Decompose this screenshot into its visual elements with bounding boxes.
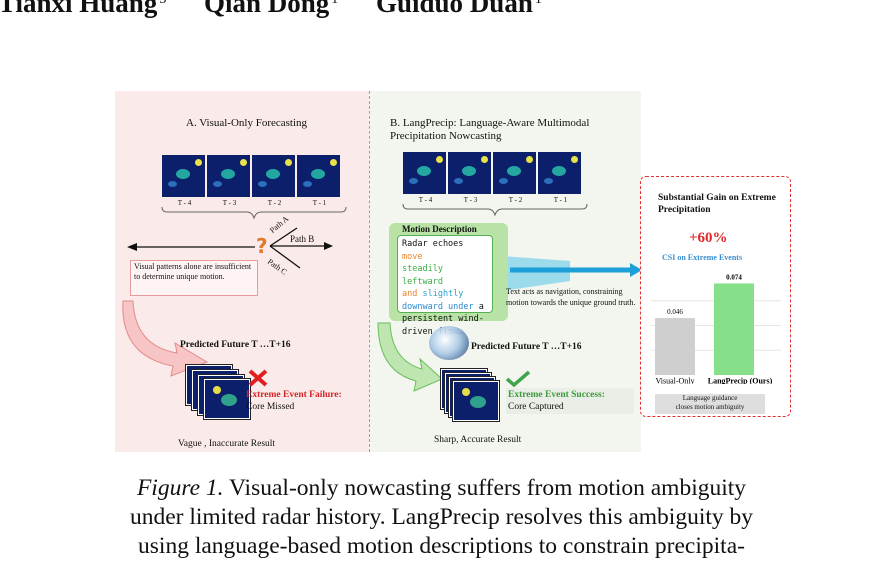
motion-text-span: slightly	[422, 289, 464, 299]
radar-frame	[493, 152, 536, 194]
globe-icon	[429, 326, 469, 360]
chart-note: Language guidance closes motion ambiguit…	[655, 394, 765, 414]
panel-b-result: Sharp, Accurate Result	[434, 435, 522, 445]
panel-a-result: Vague , Inaccurate Result	[178, 439, 276, 449]
ambiguity-question-mark: ?	[256, 234, 268, 258]
radar-frame	[207, 155, 250, 197]
chart-note-line: closes motion ambiguity	[675, 403, 745, 411]
panel-b-time-labels: T - 4 T - 3 T - 2 T - 1	[403, 196, 583, 204]
motion-text-span: Radar echoes	[402, 239, 464, 249]
failure-subtitle: Core Missed	[246, 402, 295, 412]
time-label: T - 1	[312, 199, 327, 207]
author-3: Guiduo Duan1	[376, 0, 542, 18]
navigation-note: Text acts as navigation, constraining mo…	[506, 287, 636, 307]
cross-icon	[248, 369, 268, 387]
motion-description-text: Radar echoes move steadily leftward and …	[397, 235, 493, 337]
panel-b-title-line: B. LangPrecip: Language-Aware Multimodal	[390, 117, 590, 129]
panel-b-title: B. LangPrecip: Language-Aware Multimodal…	[390, 117, 589, 143]
arrow-head-guidance	[630, 263, 642, 277]
time-label: T - 3	[463, 196, 478, 204]
success-subtitle: Core Captured	[508, 402, 564, 412]
panel-b-graphics	[377, 203, 642, 392]
caption-text: Visual-only nowcasting suffers from moti…	[223, 475, 747, 501]
time-label: T - 1	[553, 196, 568, 204]
chart-value-label: 0.046	[667, 308, 683, 316]
motion-text-span: and	[402, 289, 423, 299]
chart-note-line: Language guidance	[682, 394, 738, 402]
caption-line: under limited radar history. LangPrecip …	[129, 504, 754, 530]
radar-frame	[297, 155, 340, 197]
chart-gain: +60%	[689, 230, 728, 246]
frames-brace	[402, 203, 588, 217]
chart-bar	[714, 283, 754, 375]
panel-a-input-frames	[162, 155, 340, 197]
curved-arrow-failure	[122, 300, 209, 377]
motion-description-title: Motion Description	[402, 224, 477, 234]
radar-frame	[448, 152, 491, 194]
arrow-head-left	[127, 243, 137, 251]
radar-frame	[252, 155, 295, 197]
panel-b-input-frames	[403, 152, 581, 194]
caption-label: Figure 1.	[136, 475, 224, 501]
path-arrow-a	[269, 227, 298, 247]
chart-title: Substantial Gain on Extreme Precipitatio…	[658, 193, 776, 215]
time-label: T - 2	[508, 196, 523, 204]
path-b-label: Path B	[290, 234, 315, 244]
motion-text-span: downward under	[402, 301, 474, 312]
motion-text-span: move	[402, 251, 423, 262]
time-label: T - 4	[418, 196, 433, 204]
predicted-frame	[453, 381, 499, 421]
text-guidance-beam	[502, 256, 570, 291]
panel-a-note: Visual patterns alone are insufficient t…	[130, 260, 258, 296]
time-label: T - 4	[177, 199, 192, 207]
motion-text-span: persistent wind-	[402, 314, 484, 324]
panel-a-time-labels: T - 4 T - 3 T - 2 T - 1	[162, 199, 342, 207]
panel-b-title-line: Precipitation Nowcasting	[390, 130, 502, 142]
predicted-frame	[204, 379, 250, 419]
caption-line: Figure 1. Visual-only nowcasting suffers…	[0, 474, 883, 503]
time-label: T - 3	[222, 199, 237, 207]
success-box	[506, 388, 634, 414]
panel-b-predicted-label: Predicted Future T …T+16	[471, 342, 582, 352]
frames-brace	[161, 206, 347, 220]
panel-a-predicted-label: Predicted Future T …T+16	[180, 340, 291, 350]
failure-title: Extreme Event Failure:	[246, 390, 342, 400]
chart-value-label: 0.074	[726, 273, 742, 281]
radar-frame	[162, 155, 205, 197]
chart-category-label: LangPrecip (Ours)	[708, 377, 773, 385]
chart-bar	[655, 318, 695, 375]
path-arrow-c	[269, 245, 301, 269]
motion-text-span: a	[473, 301, 484, 312]
radar-frame	[403, 152, 446, 194]
radar-frame	[538, 152, 581, 194]
panel-divider	[369, 91, 370, 452]
chart-category-label: Visual-Only	[655, 377, 694, 385]
curved-arrow-success	[377, 322, 443, 392]
panel-a-title: A. Visual-Only Forecasting	[186, 117, 308, 129]
author-1: Tianxi Huang3	[0, 0, 166, 18]
chart-ylabel: CSI on Extreme Events	[662, 253, 743, 262]
check-icon	[505, 370, 531, 388]
panel-a-graphics	[122, 206, 347, 377]
arrow-head-b	[324, 242, 333, 250]
success-title: Extreme Event Success:	[508, 390, 605, 400]
time-label: T - 2	[267, 199, 282, 207]
author-2: Qian Dong1	[204, 0, 338, 18]
figure-caption: Figure 1. Visual-only nowcasting suffers…	[0, 474, 883, 561]
motion-text-span: steadily leftward	[402, 264, 443, 287]
